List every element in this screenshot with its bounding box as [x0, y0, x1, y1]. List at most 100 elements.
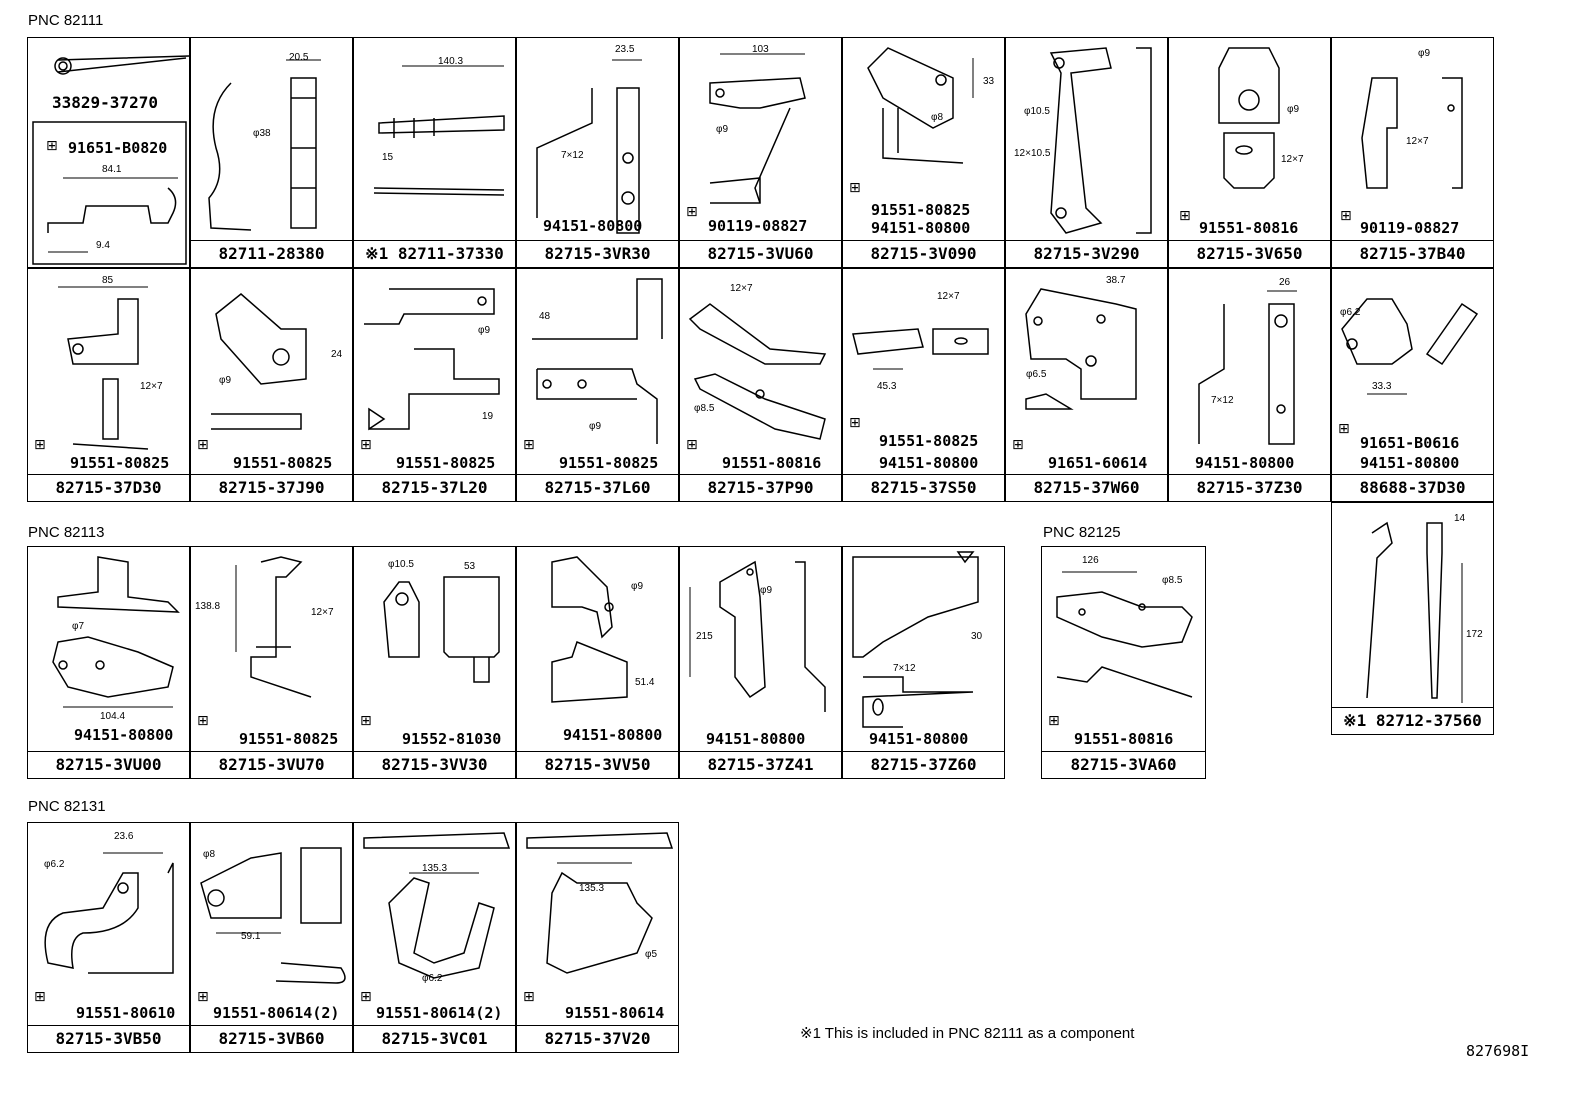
dimension-label: 7×12 — [893, 663, 916, 674]
dimension-label: φ8 — [931, 112, 944, 123]
bolt-icon: ⊞ — [1338, 421, 1350, 437]
dimension-label: φ6.5 — [1026, 369, 1047, 380]
dimension-label: φ8 — [203, 849, 216, 860]
dimension-label: 20.5 — [289, 52, 309, 63]
part-number-label: 82715-3VV50 — [517, 751, 678, 778]
hardware-part-number: 91551-80825 — [233, 454, 333, 472]
part-cell: φ8 59.1 ⊞ 91551-80614(2) 82715-3VB60 — [190, 822, 353, 1053]
dimension-label: 104.4 — [100, 711, 126, 722]
bracket-drawing — [200, 847, 346, 984]
bolt-icon: ⊞ — [197, 437, 209, 453]
bracket-drawing — [235, 556, 312, 698]
bracket-drawing — [208, 59, 321, 231]
hardware-part-number: 94151-80800 — [74, 726, 174, 744]
section-label-pnc-82113: PNC 82113 — [28, 524, 105, 541]
hardware-part-number: 94151-80800 — [869, 730, 969, 748]
hardware-part-number: 94151-80800 — [706, 730, 806, 748]
dimension-label: 24 — [331, 349, 343, 360]
part-number-label: 82715-37Z30 — [1169, 474, 1330, 501]
bracket-drawing — [532, 278, 663, 444]
part-cell: 12×7 φ8.5 ⊞ 91551-80816 82715-37P90 — [679, 268, 842, 502]
dimension-label: 103 — [752, 44, 769, 55]
dimension-label: 26 — [1279, 277, 1291, 288]
hardware-part-number: 91551-80825 — [871, 201, 971, 219]
spring-clip-drawing — [32, 55, 189, 265]
dimension-label: 51.4 — [635, 677, 655, 688]
dimension-label: φ9 — [589, 421, 602, 432]
bracket-drawing — [536, 59, 642, 234]
footnote: ※1 This is included in PNC 82111 as a co… — [800, 1025, 1135, 1042]
dimension-label: 14 — [1454, 513, 1466, 524]
dimension-label: 12×7 — [311, 607, 334, 618]
dimension-label: 45.3 — [877, 381, 897, 392]
bracket-drawing — [1218, 47, 1280, 189]
bracket-drawing — [44, 852, 174, 974]
bracket-drawing — [689, 560, 826, 712]
part-number-label: ※1 82712-37560 — [1332, 707, 1493, 734]
bolt-icon: ⊞ — [1048, 713, 1060, 729]
dimension-label: φ9 — [219, 375, 232, 386]
bracket-drawing — [867, 47, 974, 164]
part-number-label: 82715-3VB60 — [191, 1025, 352, 1052]
dimension-label: φ6.2 — [44, 859, 65, 870]
part-cell: 48 φ9 ⊞ 91551-80825 82715-37L60 — [516, 268, 679, 502]
section-label-pnc-82111: PNC 82111 — [28, 12, 104, 29]
dimension-label: 59.1 — [241, 931, 261, 942]
hardware-part-number: 91551-80825 — [70, 454, 170, 472]
part-number-label: 82715-3VU00 — [28, 751, 189, 778]
hardware-part-number: 91551-80825 — [239, 730, 339, 748]
dimension-label: 126 — [1082, 555, 1099, 566]
bracket-drawing — [52, 556, 180, 708]
bolt-icon: ⊞ — [197, 713, 209, 729]
bolt-icon: ⊞ — [523, 437, 535, 453]
bracket-drawing — [364, 288, 500, 431]
bolt-icon: ⊞ — [686, 204, 698, 220]
dimension-label: 84.1 — [102, 164, 122, 175]
hardware-part-number: 94151-80800 — [871, 219, 971, 237]
dimension-label: φ10.5 — [1024, 106, 1050, 117]
bracket-drawing — [852, 551, 979, 728]
bracket-drawing — [1025, 288, 1137, 410]
bolt-icon: ⊞ — [197, 989, 209, 1005]
part-cell: 85 12×7 ⊞ 91551-80825 82715-37D30 — [27, 268, 190, 502]
dimension-label: φ9 — [760, 585, 773, 596]
part-cell: 20.5 φ38 82711-28380 — [190, 37, 353, 268]
part-number-label: 82715-3VV30 — [354, 751, 515, 778]
dimension-label: 135.3 — [579, 883, 605, 894]
hardware-part-number: 90119-08827 — [708, 217, 808, 235]
bolt-icon: ⊞ — [360, 989, 372, 1005]
dimension-label: 53 — [464, 561, 476, 572]
dimension-label: φ9 — [1418, 48, 1431, 59]
hardware-part-number: 90119-08827 — [1360, 219, 1460, 237]
section-label-pnc-82125: PNC 82125 — [1043, 524, 1121, 541]
bracket-drawing — [1361, 77, 1463, 189]
dimension-label: 138.8 — [195, 601, 221, 612]
dimension-label: 9.4 — [96, 240, 110, 251]
part-cell: 33 φ8 ⊞ 91551-80825 94151-80800 82715-3V… — [842, 37, 1005, 268]
part-number-label: 82715-3V290 — [1006, 240, 1167, 267]
bracket-drawing — [1049, 47, 1152, 234]
dimension-label: 12×7 — [1281, 154, 1304, 165]
bracket-drawing — [58, 286, 149, 450]
hardware-part-number: 94151-80800 — [1360, 454, 1460, 472]
bolt-icon: ⊞ — [1340, 208, 1352, 224]
part-cell: 23.5 7×12 94151-80800 82715-3VR30 — [516, 37, 679, 268]
bolt-icon: ⊞ — [360, 437, 372, 453]
part-cell: 33829-37270 ⊞ 91651-B0820 84.1 9.4 — [27, 37, 190, 268]
dimension-label: φ9 — [478, 325, 491, 336]
dimension-label: 48 — [539, 311, 551, 322]
bracket-drawing — [1198, 290, 1297, 445]
dimension-label: 23.6 — [114, 831, 134, 842]
part-number-label: 82715-37B40 — [1332, 240, 1493, 267]
part-cell: 135.3 φ5 ⊞ 91551-80614 82715-37V20 — [516, 822, 679, 1053]
dimension-label: 33 — [983, 76, 995, 87]
bracket-drawing — [526, 832, 674, 974]
hardware-part-number: 91551-80816 — [722, 454, 822, 472]
bracket-drawing — [709, 53, 806, 204]
part-number-label: 82715-37Z41 — [680, 751, 841, 778]
part-cell: φ10.5 53 ⊞ 91552-81030 82715-3VV30 — [353, 546, 516, 779]
hardware-part-number: 91651-B0820 — [68, 139, 168, 157]
hardware-part-number: 91551-80825 — [396, 454, 496, 472]
part-cell: φ9 12×7 ⊞ 91551-80816 82715-3V650 — [1168, 37, 1331, 268]
part-cell: φ7 104.4 94151-80800 82715-3VU00 — [27, 546, 190, 779]
